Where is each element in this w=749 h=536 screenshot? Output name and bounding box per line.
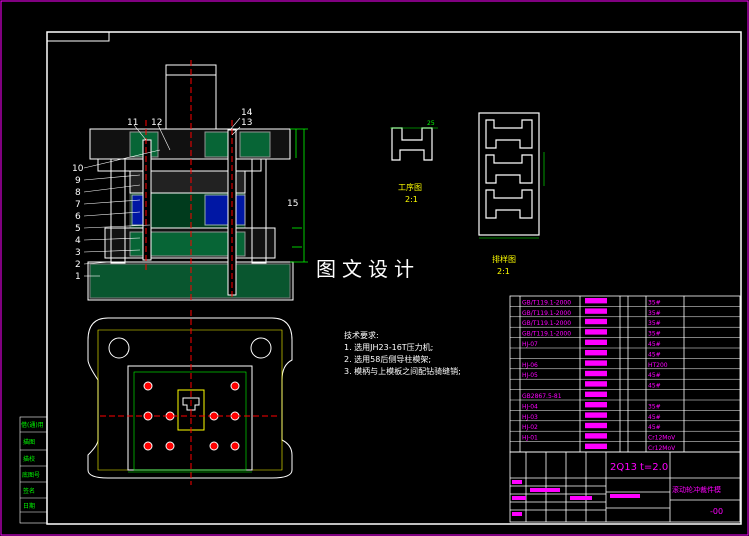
- tech-requirements: 技术要求: 1. 选用JH23-16T压力机; 2. 选用58后侧导柱模架; 3…: [344, 330, 461, 376]
- bom-mark-4: [585, 339, 607, 345]
- plan-view: [87, 310, 293, 485]
- callout-7: 7: [75, 200, 81, 210]
- bom-material-6: HT200: [648, 362, 668, 369]
- strip-label-5: 签名: [23, 487, 35, 495]
- layout-scale: 2:1: [497, 267, 510, 276]
- callout-8: 8: [75, 188, 81, 198]
- callouts-top: 11 12 14 13 15: [127, 108, 298, 209]
- workpiece-title: 工序图: [398, 182, 422, 192]
- bom-std-10: HJ-04: [522, 403, 538, 410]
- strip-label-4: 底图号: [22, 471, 40, 479]
- tech-item-2: 2. 选用58后侧导柱模架;: [344, 354, 431, 364]
- title-block-marks: [512, 480, 640, 516]
- bom-material-7: 45#: [648, 372, 661, 379]
- bom-std-6: HJ-06: [522, 362, 538, 369]
- bom-std-4: HJ-07: [522, 341, 538, 348]
- callout-9: 9: [75, 176, 81, 186]
- bom-material-11: 45#: [648, 414, 661, 421]
- strip-label-6: 日期: [23, 502, 35, 510]
- title-part-name: 滚动轮冲裁件模: [672, 485, 721, 494]
- tech-item-3: 3. 模柄与上模板之间配钻骑缝销;: [344, 366, 461, 376]
- bom-mark-0: [585, 298, 607, 304]
- callout-13: 13: [241, 118, 252, 128]
- drawing-border: [46, 31, 742, 525]
- workpiece-dim: 25: [427, 120, 435, 127]
- callout-3: 3: [75, 248, 81, 258]
- left-strip-labels: 借(通)用 描图 描校 底图号 签名 日期: [21, 421, 44, 510]
- strip-label-2: 描图: [23, 438, 35, 446]
- title-material: 2Q13: [610, 462, 637, 473]
- bom-material-1: 35#: [648, 310, 661, 317]
- bom-std-3: GB/T119.1-2000: [522, 331, 571, 338]
- bom-std-11: HJ-03: [522, 414, 538, 421]
- bom-mark-12: [585, 422, 607, 429]
- bom-mark-11: [585, 412, 607, 418]
- bom-material-10: 35#: [648, 403, 661, 410]
- strip-label-3: 描校: [23, 455, 35, 463]
- left-strip: [19, 416, 48, 524]
- bom-material-8: 45#: [648, 383, 661, 390]
- bom-material-5: 45#: [648, 351, 661, 358]
- bom-mark-6: [585, 360, 607, 366]
- bom-std-12: HJ-02: [522, 424, 538, 431]
- bom-std-13: HJ-01: [522, 435, 538, 442]
- callout-14: 14: [241, 108, 253, 118]
- bom-mark-5: [585, 350, 607, 356]
- tech-item-1: 1. 选用JH23-16T压力机;: [344, 342, 433, 352]
- bom-material-13: Cr12MoV: [648, 435, 676, 442]
- bom-material-12: 45#: [648, 424, 661, 431]
- bom-table: [509, 295, 741, 453]
- bom-rows: GB/T119.1-2000 35# GB/T119.1-2000 35# GB/T11…: [510, 298, 740, 453]
- bom-std-7: HJ-05: [522, 372, 538, 379]
- strip-label-1: 借(通)用: [21, 421, 44, 429]
- bom-mark-2: [585, 318, 607, 325]
- bom-std-0: GB/T119.1-2000: [522, 299, 571, 306]
- bom-material-4: 45#: [648, 341, 661, 348]
- callout-2: 2: [75, 260, 81, 270]
- workpiece-scale: 2:1: [405, 195, 418, 204]
- bom-mark-1: [585, 308, 607, 314]
- bom-mark-7: [585, 370, 607, 377]
- front-dimensions: [290, 128, 308, 263]
- watermark: 图文设计: [316, 257, 420, 281]
- title-drawing-no: -00: [710, 507, 723, 516]
- title-thickness: t=2.0: [640, 462, 668, 473]
- bom-material-14: Cr12MoV: [648, 445, 676, 452]
- bom-mark-9: [585, 391, 607, 397]
- bom-mark-8: [585, 381, 607, 387]
- bom-std-2: GB/T119.1-2000: [522, 320, 571, 327]
- callout-12: 12: [151, 118, 162, 128]
- bom-material-0: 35#: [648, 299, 661, 306]
- callout-4: 4: [75, 236, 81, 246]
- tech-title: 技术要求:: [344, 330, 379, 340]
- layout-title: 排样图: [492, 254, 516, 264]
- bom-std-1: GB/T119.1-2000: [522, 310, 571, 317]
- callout-6: 6: [75, 212, 81, 222]
- strip-layout-drawing: [478, 112, 545, 239]
- title-block: [509, 451, 741, 523]
- bom-mark-10: [585, 402, 607, 408]
- callouts-left: 10 9 8 7 6 5 4 3 2 1: [72, 164, 84, 282]
- bom-mark-14: [585, 443, 607, 449]
- bom-material-2: 35#: [648, 320, 661, 327]
- bom-mark-13: [585, 433, 607, 439]
- bom-std-9: GB2867.5-81: [522, 393, 562, 400]
- front-section-view: [87, 60, 294, 303]
- callout-11: 11: [127, 118, 138, 128]
- workpiece-drawing: [390, 127, 438, 161]
- callout-10: 10: [72, 164, 84, 174]
- bom-mark-3: [585, 329, 607, 335]
- callout-15: 15: [287, 199, 298, 209]
- corner-tag: [46, 31, 110, 42]
- callout-1: 1: [75, 272, 81, 282]
- callout-5: 5: [75, 224, 81, 234]
- leader-lines: [83, 117, 241, 277]
- bom-material-3: 35#: [648, 331, 661, 338]
